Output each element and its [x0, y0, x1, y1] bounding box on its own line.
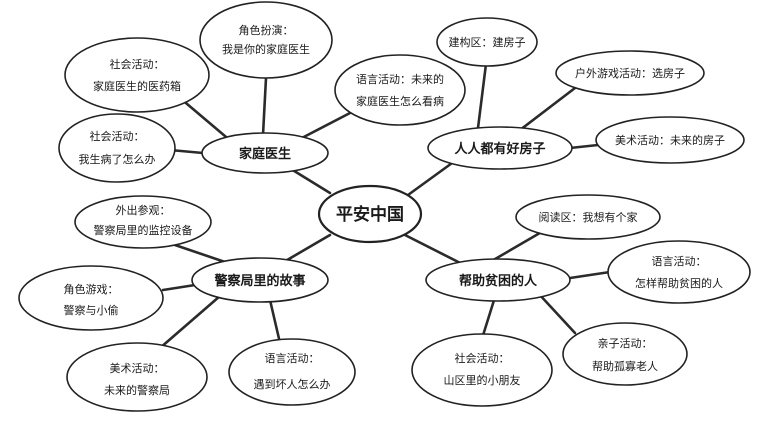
leaf-line: 建构区：建房子	[449, 35, 526, 49]
leaf-line: 角色扮演：	[239, 23, 294, 37]
connector-family-doctor-language-future-doctor	[296, 111, 352, 142]
connector-good-houses-outdoor-game	[518, 86, 577, 132]
connector-police-story-art-future-police	[158, 294, 222, 350]
leaf-line: 未来的警察局	[104, 383, 170, 397]
leaf-line: 警察局里的监控设备	[94, 223, 193, 237]
leaf-art-future-house: 美术活动：未来的房子	[595, 116, 745, 164]
branch-label: 家庭医生	[239, 146, 291, 162]
connector-good-houses-construction-area	[476, 62, 488, 130]
connector-police-story-language-bad-guy	[268, 298, 282, 345]
leaf-role-play: 角色扮演： 我是你的家庭医生	[199, 1, 333, 79]
branch-label: 人人都有好房子	[454, 141, 545, 157]
leaf-language-bad-guy: 语言活动： 遇到坏人怎么办	[228, 338, 356, 406]
leaf-social-sick: 社会活动： 我生病了怎么办	[58, 113, 176, 183]
branch-help-poor: 帮助贫困的人	[425, 258, 571, 302]
connector-help-poor-reading-area	[488, 228, 547, 264]
leaf-line: 家庭医生的医药箱	[93, 79, 181, 93]
branch-label: 帮助贫困的人	[459, 273, 538, 289]
leaf-line: 山区里的小朋友	[444, 373, 521, 387]
leaf-social-medicine-box: 社会活动： 家庭医生的医药箱	[64, 37, 210, 113]
center-label: 平安中国	[336, 204, 404, 225]
leaf-line: 语言活动：未来的	[356, 72, 444, 86]
center-node: 平安中国	[317, 184, 423, 244]
leaf-reading-area: 阅读区：我想有个家	[515, 194, 661, 240]
leaf-field-trip: 外出参观： 警察局里的监控设备	[74, 195, 212, 249]
leaf-line: 户外游戏活动：选房子	[575, 66, 685, 80]
leaf-line: 警察与小偷	[64, 303, 119, 317]
branch-family-doctor: 家庭医生	[201, 132, 329, 174]
leaf-line: 美术活动：未来的房子	[615, 133, 725, 147]
leaf-line: 亲子活动：	[598, 336, 653, 350]
leaf-line: 社会活动：	[110, 57, 165, 71]
leaf-language-help-poor: 语言活动： 怎样帮助贫困的人	[607, 240, 751, 304]
connector-family-doctor-social-medicine-box	[178, 96, 234, 144]
leaf-line: 美术活动：	[110, 362, 165, 375]
connector-police-story-field-trip	[173, 243, 227, 264]
leaf-social-mountain-kids: 社会活动： 山区里的小朋友	[411, 333, 553, 407]
connectors	[158, 62, 612, 350]
leaf-line: 语言活动：	[652, 255, 707, 268]
connector-police-story-role-game	[161, 283, 197, 292]
connector-help-poor-language-help-poor	[568, 270, 612, 280]
leaf-role-game: 角色游戏： 警察与小偷	[18, 265, 164, 331]
leaf-line: 阅读区：我想有个家	[539, 210, 638, 224]
leaf-line: 帮助孤寡老人	[592, 359, 658, 373]
connector-good-houses-art-future-house	[568, 143, 600, 150]
leaf-line: 我生病了怎么办	[79, 152, 156, 166]
leaf-line: 怎样帮助贫困的人	[635, 276, 723, 290]
leaf-line: 社会活动：	[455, 351, 510, 365]
leaf-outdoor-game: 户外游戏活动：选房子	[555, 50, 705, 96]
branch-label: 警察局里的故事	[214, 273, 305, 289]
leaf-line: 外出参观：	[116, 203, 171, 217]
leaf-language-future-doctor: 语言活动：未来的 家庭医生怎么看病	[334, 54, 466, 126]
leaf-line: 语言活动：	[265, 352, 320, 365]
connector-help-poor-parent-child	[536, 291, 577, 335]
connector-family-doctor-role-play	[261, 76, 268, 137]
branch-good-houses: 人人都有好房子	[427, 126, 573, 170]
leaf-construction-area: 建构区：建房子	[436, 17, 538, 67]
branch-police-story: 警察局里的故事	[191, 257, 329, 303]
leaf-art-future-police: 美术活动： 未来的警察局	[66, 342, 208, 412]
leaf-line: 家庭医生怎么看病	[356, 94, 444, 108]
leaf-line: 角色游戏：	[64, 282, 119, 296]
leaf-parent-child: 亲子活动： 帮助孤寡老人	[562, 322, 688, 386]
leaf-line: 我是你的家庭医生	[222, 42, 310, 56]
leaf-line: 社会活动：	[90, 129, 145, 143]
leaf-line: 遇到坏人怎么办	[254, 377, 331, 391]
